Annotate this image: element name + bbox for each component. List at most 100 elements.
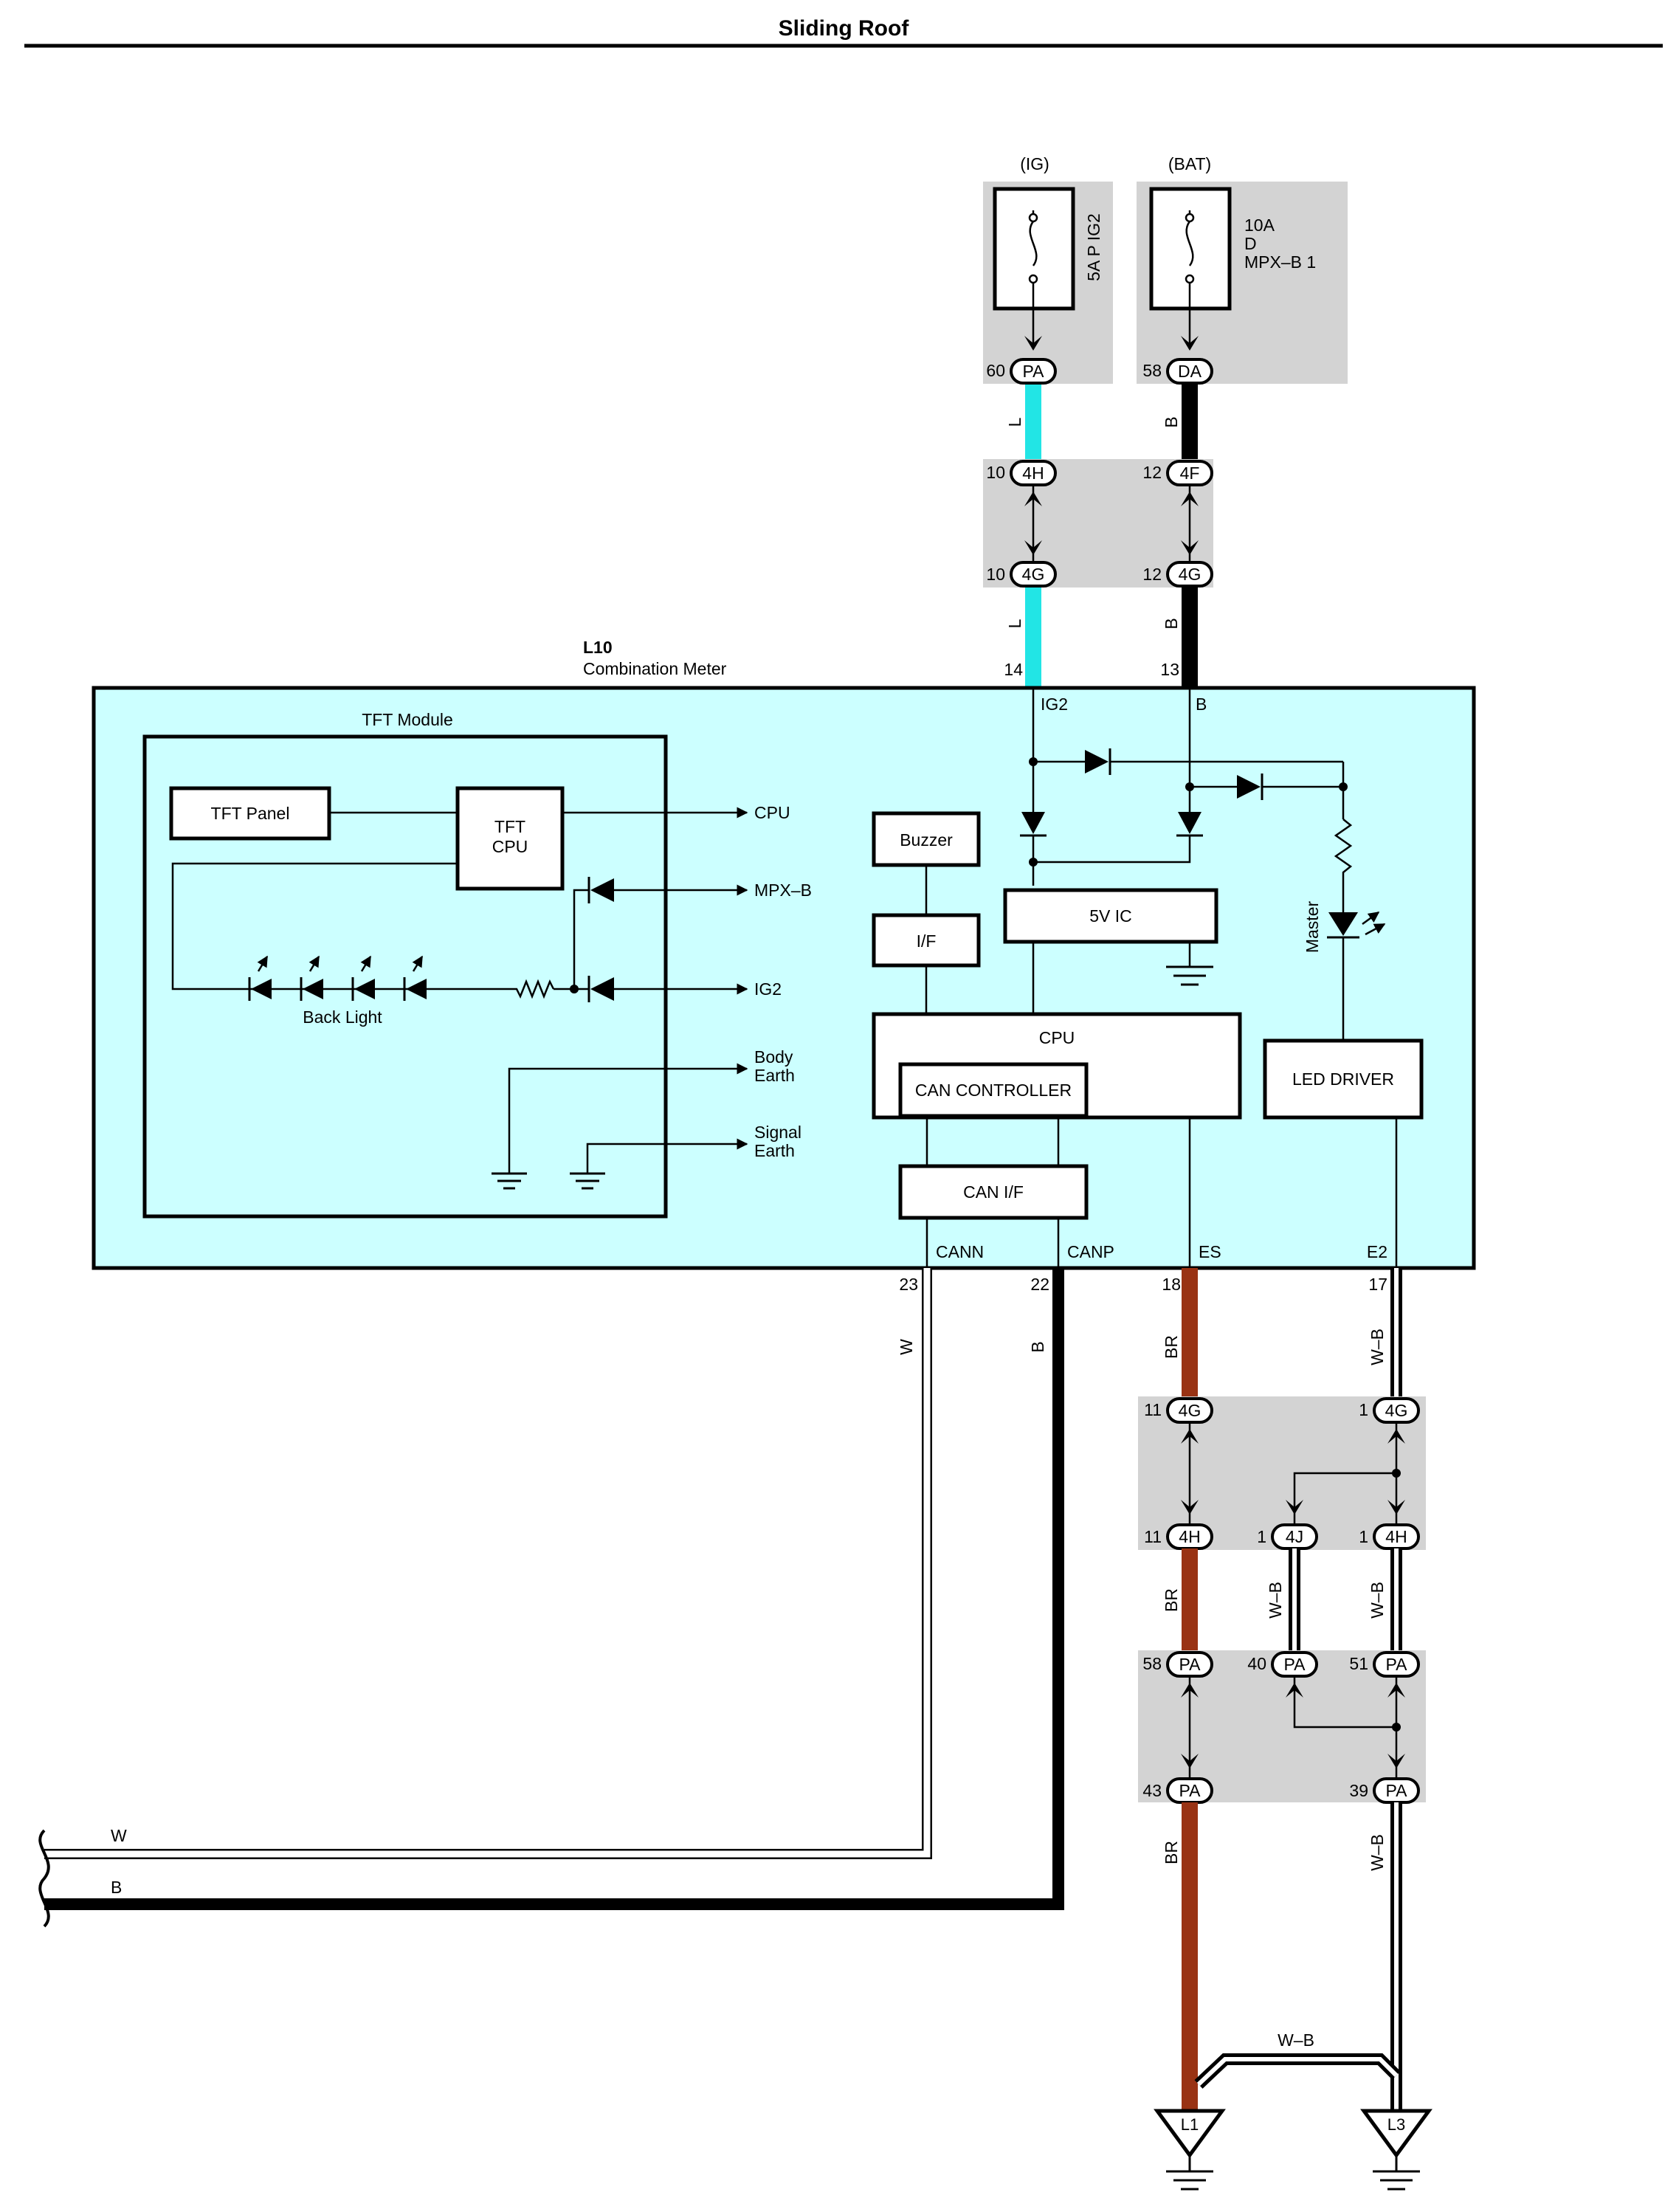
wire-code-br-3: BR [1162, 1841, 1181, 1864]
master-resistor [1334, 819, 1353, 912]
jl-h-pin: 51 [1349, 1654, 1368, 1673]
pin-canp: 22 [1030, 1275, 1049, 1294]
wire-w [44, 1268, 932, 1859]
pin-e2: 17 [1368, 1275, 1387, 1294]
fuse-bat-pin: 58 [1142, 361, 1162, 380]
wire-code-b-4: B [111, 1878, 122, 1897]
jl-i-pin: 43 [1142, 1781, 1162, 1800]
wire-code-b-2: B [1162, 618, 1181, 629]
ju-lt-pin: 10 [986, 463, 1005, 482]
can-controller-label: CAN CONTROLLER [915, 1081, 1072, 1100]
ju-rt-pin: 12 [1142, 463, 1162, 482]
tft-panel [169, 786, 331, 841]
fuse-bat-rating: 10A [1244, 216, 1275, 235]
jl-d-pin: 1 [1257, 1527, 1266, 1546]
wire-break [38, 1829, 50, 1928]
jl-h-conn: PA [1386, 1655, 1408, 1674]
ground-l3 [1360, 2109, 1433, 2191]
jl-d-conn: 4J [1286, 1527, 1303, 1546]
jl-c-pin: 11 [1144, 1527, 1162, 1546]
jl-g-pin: 40 [1247, 1654, 1266, 1673]
body-earth-1: Body [754, 1047, 793, 1067]
ju-rb-conn: 4G [1179, 565, 1201, 584]
buzzer-box [872, 811, 981, 867]
wire-code-w-2: W [111, 1826, 127, 1845]
jl-b-pin: 1 [1359, 1400, 1368, 1419]
term-canp: CANP [1067, 1242, 1114, 1261]
can-if-label: CAN I/F [963, 1182, 1024, 1202]
meter-code: L10 [583, 638, 613, 657]
wire-code-wb-2: W–B [1266, 1582, 1285, 1619]
back-light-leds [244, 955, 487, 1001]
can-if-box [898, 1164, 1089, 1220]
v5-ic-box [1003, 888, 1218, 944]
diode-b-5v [1178, 812, 1201, 834]
jl-f-pin: 58 [1142, 1654, 1162, 1673]
term-cann: CANN [936, 1242, 984, 1261]
wire-wb-2 [1289, 1548, 1402, 1652]
body-earth-symbol [492, 1172, 527, 1190]
wire-code-wb-1: W–B [1368, 1329, 1387, 1365]
if-label: I/F [917, 931, 937, 951]
tft-panel-label: TFT Panel [211, 804, 290, 823]
ju-lb-conn: 4G [1022, 565, 1045, 584]
out-ig2: IG2 [754, 979, 782, 999]
meter-pin-b: 13 [1160, 660, 1179, 679]
wire-code-br-2: BR [1162, 1588, 1181, 1612]
tft-cpu-label-2: CPU [492, 837, 528, 856]
diode-bat-master [1237, 775, 1261, 799]
pin-cann: 23 [899, 1275, 918, 1294]
fuse-bat-conn: DA [1178, 362, 1202, 381]
wire-code-wb-4: W–B [1368, 1834, 1387, 1871]
led-driver-box [1263, 1038, 1424, 1120]
junction-upper-links [1024, 484, 1199, 562]
ju-rb-pin: 12 [1142, 565, 1162, 584]
diode-ig2-bat [1085, 750, 1109, 773]
wire-wb-3 [1194, 1802, 1402, 2111]
fuse-ig-conn: PA [1023, 362, 1045, 381]
wire-b-canp [44, 1268, 1064, 1910]
v5-ground [1166, 965, 1213, 986]
if-box [872, 913, 981, 968]
ground-l1-label: L1 [1181, 2115, 1199, 2134]
jl-j-conn: PA [1386, 1781, 1408, 1800]
jl-a-conn: 4G [1179, 1401, 1201, 1420]
can-controller-box [898, 1062, 1089, 1118]
v5-ic-label: 5V IC [1089, 906, 1132, 926]
tft-module-label: TFT Module [362, 710, 453, 729]
meter-term-b: B [1196, 695, 1207, 714]
signal-earth-1: Signal [754, 1123, 801, 1142]
ju-lb-pin: 10 [986, 565, 1005, 584]
fuse-bat-line2: D [1244, 234, 1257, 253]
fuse-ig-header: (IG) [1020, 154, 1049, 173]
jl-i-conn: PA [1179, 1781, 1201, 1800]
ground-l1 [1154, 2109, 1226, 2191]
ju-lt-conn: 4H [1022, 464, 1044, 483]
wire-code-b-1: B [1162, 416, 1181, 427]
tft-module [142, 734, 668, 1219]
body-earth-2: Earth [754, 1066, 795, 1085]
cpu-label: CPU [1039, 1028, 1075, 1047]
tft-cpu [455, 786, 565, 891]
jl-e-pin: 1 [1359, 1527, 1368, 1546]
wire-code-wb-5: W–B [1278, 2030, 1314, 2050]
meter-term-ig2: IG2 [1041, 695, 1068, 714]
master-led [1328, 912, 1358, 936]
jl-g-conn: PA [1284, 1655, 1306, 1674]
wire-code-b-3: B [1028, 1341, 1047, 1352]
page-title: Sliding Roof [779, 16, 910, 41]
buzzer-label: Buzzer [900, 830, 953, 850]
jl-e-conn: 4H [1385, 1527, 1407, 1546]
wire-code-wb-3: W–B [1368, 1582, 1387, 1619]
jl-c-conn: 4H [1179, 1527, 1200, 1546]
jl-f-conn: PA [1179, 1655, 1201, 1674]
wire-code-w-1: W [897, 1339, 916, 1355]
jl-a-pin: 11 [1144, 1400, 1162, 1419]
term-es: ES [1199, 1242, 1221, 1261]
tft-cpu-label-1: TFT [494, 817, 525, 836]
fuse-bat-line3: MPX–B 1 [1244, 252, 1316, 272]
master-label: Master [1303, 901, 1322, 954]
fuse-bat-header: (BAT) [1168, 154, 1211, 173]
wire-code-l-1: L [1005, 417, 1024, 427]
